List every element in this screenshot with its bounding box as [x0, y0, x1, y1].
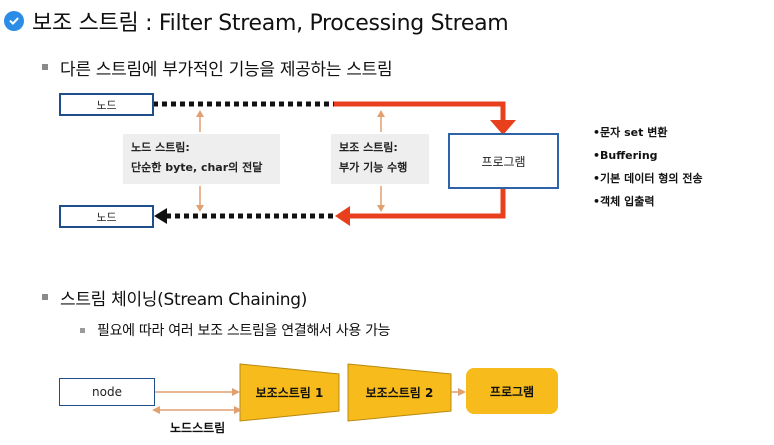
- bullet-2-sub: 필요에 따라 여러 보조 스트림을 연결해서 사용 가능: [80, 319, 391, 341]
- node-box-2: node: [59, 378, 155, 406]
- bullet-2-sub-text: 필요에 따라 여러 보조 스트림을 연결해서 사용 가능: [97, 323, 391, 339]
- feature-item: •문자 set 변환: [593, 126, 668, 139]
- bottom-red-path: [347, 185, 506, 219]
- top-red-path: [334, 101, 506, 122]
- check-circle-icon: [4, 11, 24, 31]
- square-bullet-icon: [42, 64, 48, 70]
- aux-stream-1-label: 보조스트림 1: [255, 386, 324, 400]
- bullet-1: 다른 스트림에 부가적인 기능을 제공하는 스트림: [42, 54, 393, 80]
- aux-stream-label: 보조 스트림: 부가 기능 수행: [331, 134, 429, 184]
- node-top-box: 노드: [59, 93, 154, 116]
- bullet-2-text: 스트림 체이닝(Stream Chaining): [60, 289, 308, 310]
- bullet-1-text: 다른 스트림에 부가적인 기능을 제공하는 스트림: [60, 59, 393, 80]
- node-stream-desc: 단순한 byte, char의 전달: [131, 161, 263, 174]
- bottom-red-arrowhead: [335, 206, 350, 226]
- program-box: 프로그램: [448, 133, 559, 189]
- node-stream-span-label: 노드스트림: [170, 421, 226, 435]
- aux-stream-1-shape: [239, 363, 340, 422]
- aux-stream-title: 보조 스트림:: [339, 141, 398, 154]
- node-bottom-box: 노드: [59, 205, 154, 228]
- bullet-2: 스트림 체이닝(Stream Chaining): [42, 284, 307, 310]
- bottom-black-arrowhead: [154, 208, 167, 224]
- program-box-2: 프로그램: [466, 368, 558, 414]
- aux-stream-desc: 부가 기능 수행: [339, 161, 408, 174]
- feature-item: •Buffering: [593, 149, 658, 162]
- square-bullet-icon: [80, 327, 85, 333]
- square-bullet-icon: [42, 294, 48, 300]
- node-stream-label: 노드 스트림: 단순한 byte, char의 전달: [123, 134, 280, 184]
- aux-stream-2-shape: [347, 363, 452, 422]
- feature-item: •기본 데이터 형의 전송: [593, 172, 703, 185]
- node-stream-title: 노드 스트림:: [131, 141, 190, 154]
- top-red-arrowhead: [490, 120, 516, 135]
- aux-stream-2-label: 보조스트림 2: [365, 386, 434, 400]
- page-title: 보조 스트림 : Filter Stream, Processing Strea…: [32, 11, 509, 36]
- title-row: 보조 스트림 : Filter Stream, Processing Strea…: [4, 5, 509, 37]
- features-list: •문자 set 변환 •Buffering •기본 데이터 형의 전송 •객체 …: [593, 121, 703, 213]
- feature-item: •객체 입출력: [593, 195, 655, 208]
